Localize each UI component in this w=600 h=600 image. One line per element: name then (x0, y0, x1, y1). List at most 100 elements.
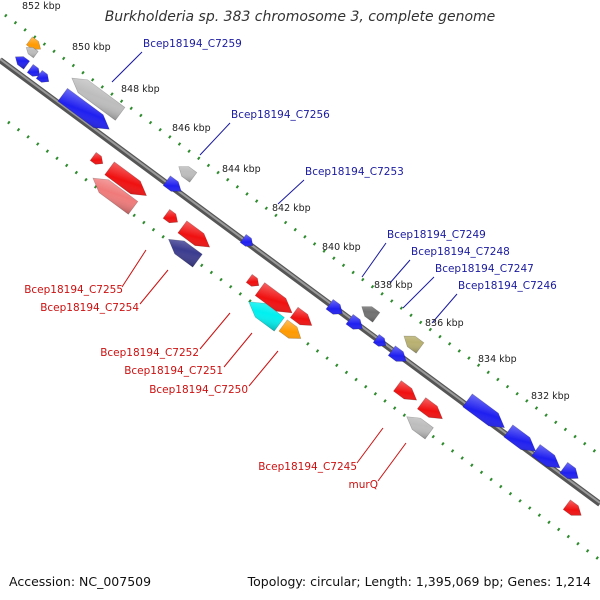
reverse-label-leader (377, 442, 407, 482)
gene-arrow-shading (361, 306, 380, 323)
scale-ruler-lower (7, 120, 600, 562)
ruler-layer (4, 13, 600, 562)
gene-arrow-shading (168, 239, 203, 268)
scale-tick-label: 850 kbp (72, 42, 111, 53)
scale-tick-label: 848 kbp (121, 84, 160, 95)
scale-tick-label: 836 kbp (425, 318, 464, 329)
gene-arrow[interactable] (531, 444, 564, 473)
gene-arrow[interactable] (57, 87, 114, 135)
reverse-gene-label[interactable]: murQ (349, 479, 378, 491)
gene-arrow-shading (462, 393, 505, 428)
reverse-label-leader (139, 269, 169, 305)
backbone-layer (0, 57, 600, 507)
gene-arrow[interactable] (175, 162, 198, 183)
gene-arrow[interactable] (358, 302, 381, 323)
gene-arrow-shading (15, 56, 30, 70)
forward-gene-label[interactable]: Bcep18194_C7249 (387, 229, 486, 241)
gene-arrow[interactable] (24, 44, 39, 59)
gene-layer (12, 36, 585, 520)
gene-arrow-shading (346, 314, 363, 330)
forward-gene-label[interactable]: Bcep18194_C7253 (305, 166, 404, 178)
forward-label-leader (389, 259, 411, 284)
scale-tick-label: 842 kbp (272, 203, 311, 214)
gene-arrow[interactable] (400, 331, 425, 354)
scale-tick-label: 832 kbp (531, 391, 570, 402)
gene-arrow[interactable] (67, 72, 126, 121)
reverse-label-leader (121, 249, 147, 288)
gene-arrow[interactable] (254, 282, 297, 320)
reverse-gene-label[interactable]: Bcep18194_C7254 (40, 302, 139, 314)
gene-arrow-shading (503, 424, 536, 452)
forward-label-leader (277, 179, 305, 205)
gene-arrow[interactable] (104, 161, 151, 202)
gene-arrow-shading (403, 336, 424, 354)
scale-tick-label: 834 kbp (478, 354, 517, 365)
gene-arrow[interactable] (278, 319, 305, 344)
gene-arrow-shading (163, 209, 178, 223)
gene-arrow[interactable] (393, 380, 420, 406)
gene-arrow[interactable] (239, 233, 256, 249)
gene-arrow[interactable] (245, 273, 262, 289)
reverse-gene-label[interactable]: Bcep18194_C7252 (100, 347, 199, 359)
gene-arrow[interactable] (162, 208, 181, 226)
gene-arrow-shading (373, 334, 386, 347)
gene-arrow-shading (278, 319, 301, 339)
reverse-gene-label[interactable]: Bcep18194_C7245 (258, 461, 357, 473)
gene-arrow-shading (246, 274, 259, 287)
gene-arrow[interactable] (289, 306, 315, 331)
gene-arrow[interactable] (25, 36, 43, 53)
reverse-label-leader (199, 312, 231, 350)
gene-arrow[interactable] (244, 295, 285, 332)
accession-text: Accession: NC_007509 (9, 574, 152, 589)
chromosome-backbone-highlight (0, 58, 600, 504)
reverse-gene-label[interactable]: Bcep18194_C7255 (24, 284, 123, 296)
scale-tick-label: 844 kbp (222, 164, 261, 175)
gene-arrow-shading (255, 282, 293, 313)
forward-gene-label[interactable]: Bcep18194_C7246 (458, 280, 557, 292)
gene-arrow[interactable] (403, 411, 434, 440)
gene-arrow-shading (240, 234, 253, 247)
gene-arrow[interactable] (89, 151, 106, 167)
gene-arrow[interactable] (26, 63, 43, 79)
gene-arrow[interactable] (162, 175, 185, 196)
forward-gene-label[interactable]: Bcep18194_C7248 (411, 246, 510, 258)
forward-label-leader (361, 242, 387, 278)
forward-gene-label[interactable]: Bcep18194_C7256 (231, 109, 330, 121)
gene-arrow[interactable] (12, 53, 31, 70)
gene-arrow[interactable] (559, 462, 582, 483)
reverse-gene-label[interactable]: Bcep18194_C7251 (124, 365, 223, 377)
reverse-gene-label[interactable]: Bcep18194_C7250 (149, 384, 248, 396)
forward-gene-label[interactable]: Bcep18194_C7259 (143, 38, 242, 50)
gene-arrow[interactable] (177, 220, 214, 253)
gene-arrow[interactable] (88, 172, 139, 215)
map-title: Burkholderia sp. 383 chromosome 3, compl… (104, 9, 496, 25)
gene-arrow[interactable] (503, 424, 540, 457)
forward-label-leader (431, 293, 458, 324)
gene-arrow[interactable] (562, 499, 585, 520)
gene-arrow-shading (36, 70, 49, 83)
gene-arrow-shading (26, 36, 41, 50)
gene-arrow[interactable] (387, 345, 410, 366)
gene-arrow-shading (248, 301, 285, 332)
gene-arrow-shading (326, 299, 343, 315)
scale-tick-label: 838 kbp (374, 280, 413, 291)
forward-gene-label[interactable]: Bcep18194_C7247 (435, 263, 534, 275)
gene-arrow[interactable] (164, 233, 203, 268)
forward-label-leader (402, 276, 435, 309)
gene-label-layer: Bcep18194_C7259Bcep18194_C7256Bcep18194_… (24, 38, 557, 491)
gene-arrow-shading (104, 161, 147, 196)
gene-arrow[interactable] (416, 397, 446, 425)
scale-tick-label: 840 kbp (322, 242, 361, 253)
gene-arrow-shading (177, 220, 210, 248)
scale-tick-label: 852 kbp (22, 1, 61, 12)
gene-arrow[interactable] (462, 393, 509, 434)
gene-arrow-shading (531, 444, 561, 468)
reverse-label-leader (248, 350, 279, 387)
gene-arrow[interactable] (325, 298, 346, 318)
gene-arrow[interactable] (345, 313, 366, 333)
leader-layer (111, 51, 458, 482)
gene-arrow-shading (388, 345, 407, 362)
gene-arrow[interactable] (35, 69, 52, 85)
gene-arrow[interactable] (372, 333, 389, 349)
